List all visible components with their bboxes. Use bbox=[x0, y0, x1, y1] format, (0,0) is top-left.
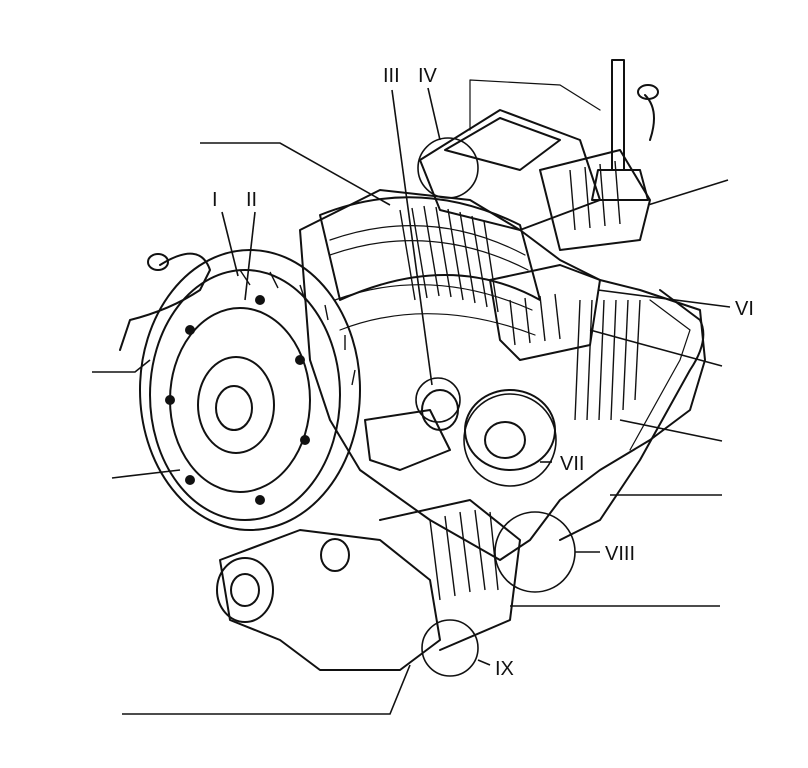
leader-lines bbox=[92, 87, 731, 715]
leader-left-mid bbox=[92, 359, 151, 373]
callout-circle-iv bbox=[417, 137, 479, 199]
label-ii: II bbox=[246, 189, 257, 211]
control-valve bbox=[489, 264, 601, 361]
leader-bottom bbox=[122, 664, 411, 715]
lower-pump-housing bbox=[216, 499, 521, 671]
callout-labels: I II III IV VI VII VIII IX bbox=[212, 65, 754, 680]
front-flange bbox=[139, 249, 361, 531]
oil-pipe-left bbox=[119, 252, 211, 351]
leader-i bbox=[221, 211, 239, 277]
label-iii: III bbox=[383, 65, 400, 87]
leader-iii bbox=[391, 89, 433, 386]
label-vi: VI bbox=[735, 298, 754, 320]
leader-ii bbox=[244, 211, 256, 301]
leader-right-mid1 bbox=[589, 329, 723, 367]
leader-right-top bbox=[647, 179, 729, 206]
leader-right-mid2 bbox=[619, 419, 723, 442]
leader-vi bbox=[597, 289, 731, 308]
callout-circle-viii bbox=[494, 511, 576, 593]
leader-top-left bbox=[200, 142, 391, 206]
leader-left-low bbox=[111, 469, 181, 479]
top-control-cover bbox=[419, 79, 651, 251]
leader-iv bbox=[427, 87, 441, 141]
label-i: I bbox=[212, 189, 218, 211]
label-iv: IV bbox=[418, 65, 438, 87]
leader-ix bbox=[477, 659, 491, 666]
callout-circle-vii bbox=[463, 393, 557, 487]
oil-pipe-right bbox=[559, 289, 705, 541]
gearbox-housing bbox=[299, 189, 706, 561]
label-viii: VIII bbox=[605, 543, 635, 565]
callout-circle-ix bbox=[421, 619, 479, 677]
callout-circle-iii bbox=[415, 377, 461, 423]
label-ix: IX bbox=[495, 658, 514, 680]
label-vii: VII bbox=[560, 453, 584, 475]
shift-lever bbox=[591, 59, 659, 201]
